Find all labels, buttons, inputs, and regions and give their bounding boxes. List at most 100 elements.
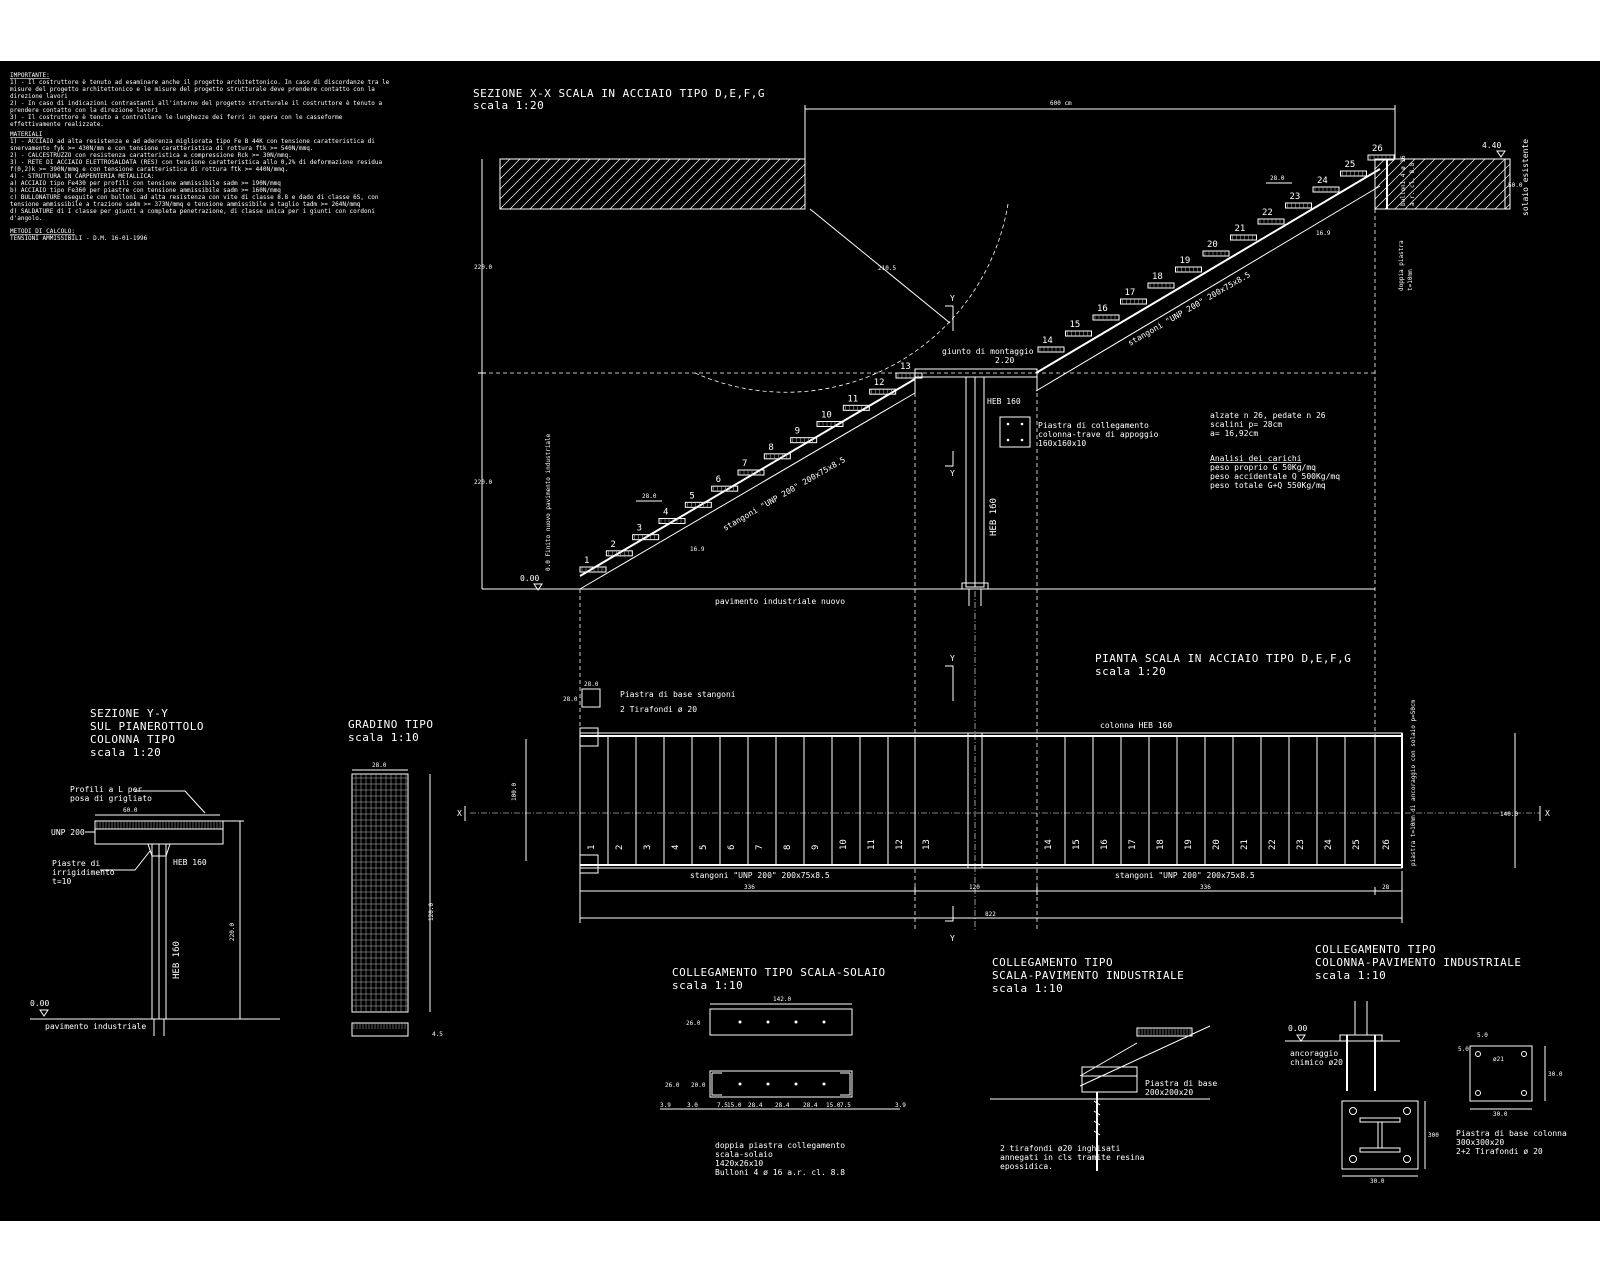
- bolt-hole: [822, 1082, 826, 1086]
- step-number: 3: [637, 524, 642, 534]
- base-plate-label: 2 Tirafondi ø 20: [620, 705, 697, 714]
- hatch-line: [499, 158, 531, 190]
- plate-hole: [1006, 438, 1010, 442]
- step-number: 8: [768, 443, 773, 453]
- step-number: 20: [1207, 240, 1218, 250]
- plan-step-number: 13: [922, 839, 932, 850]
- plate-label-yy: Piastre di: [52, 859, 100, 868]
- hatch-line: [759, 163, 806, 210]
- step-detail-title: GRADINO TIPO: [348, 718, 433, 731]
- dim-28-box: 28.0: [584, 681, 599, 688]
- notes-line: 2) - In caso di indicazioni contrastanti…: [10, 100, 382, 107]
- radius-line: [809, 208, 951, 324]
- stringers-right-label: stangoni "UNP 200" 200x75x8.5: [1115, 871, 1255, 880]
- hatch-line: [1404, 158, 1456, 210]
- column-label-yy: HEB 160: [172, 941, 182, 979]
- tread: [1230, 234, 1257, 241]
- plan-step-number: 10: [839, 839, 849, 850]
- conn-column-plate-label: 300x300x20: [1456, 1138, 1504, 1147]
- hatch-line: [1374, 158, 1426, 210]
- double-plate-label: t=10mm: [1407, 269, 1414, 291]
- dim-300-b: 30.0: [1370, 1178, 1385, 1185]
- dim-336-right: 336: [1200, 884, 1211, 891]
- dim-width-yy: 60.0: [123, 807, 138, 814]
- hatch-line: [1394, 158, 1446, 210]
- heb-flange: [1359, 1147, 1401, 1153]
- notes-heading-materials: MATERIALI: [10, 131, 43, 138]
- conn-floor-title-line: COLLEGAMENTO TIPO: [992, 956, 1113, 969]
- tread: [1175, 266, 1202, 273]
- floor-vertical-label: 0.0 Finito nuovo pavimento industriale: [545, 433, 552, 571]
- joint-label: giunto di montaggio: [942, 347, 1034, 356]
- stringers-left-label: stangoni "UNP 200" 200x75x8.5: [690, 871, 830, 880]
- plan-step-number: 12: [895, 839, 905, 850]
- step-number: 22: [1262, 208, 1273, 218]
- plate-label-line: 160x160x10: [1038, 439, 1086, 448]
- hatch-line: [709, 158, 761, 210]
- tread: [1092, 314, 1120, 321]
- plan-step-number: 19: [1184, 839, 1194, 850]
- step-number: 17: [1125, 288, 1136, 298]
- dim-right-conn: 3.9: [895, 1102, 906, 1109]
- plan-step-number: 26: [1382, 839, 1392, 850]
- step-grating-section: [351, 1022, 409, 1037]
- plan-mark-y: Y: [950, 934, 955, 943]
- loads-line: peso totale G+Q 550Kg/mq: [1210, 481, 1326, 490]
- grating-hatch: [96, 821, 221, 829]
- dim-h2: 26.0: [665, 1082, 680, 1089]
- dim-inner: 15.0: [727, 1102, 742, 1109]
- hatch-line: [1374, 158, 1406, 190]
- dim-140: 140.0: [1500, 811, 1518, 818]
- slab-hatch-right: [1374, 158, 1511, 210]
- notes-heading-important: IMPORTANTE:: [10, 72, 50, 79]
- section-yy-title-line: SUL PIANEROTTOLO: [90, 720, 204, 733]
- plan-column-label: colonna HEB 160: [1100, 721, 1172, 730]
- step-number: 5: [689, 491, 694, 501]
- general-notes: IMPORTANTE: 1) - Il costruttore è tenuto…: [10, 72, 390, 242]
- dim-width-step: 28.0: [372, 762, 387, 769]
- plan-step-number: 25: [1352, 839, 1362, 850]
- step-number: 14: [1042, 336, 1053, 346]
- stringer-label-lower: stangoni "UNP 200" 200x75x8.5: [722, 455, 848, 533]
- hatch-line: [729, 158, 781, 210]
- plate-hole: [1006, 422, 1010, 426]
- dim-5: 5.0: [1477, 1032, 1488, 1039]
- dim-width-conn: 142.0: [773, 996, 791, 1003]
- conn-slab-scale: scala 1:10: [672, 979, 743, 992]
- bolt-hole: [794, 1020, 798, 1024]
- notes-heading-method: METODI DI CALCOLO:: [10, 228, 75, 235]
- section-mark-y: [945, 451, 954, 467]
- tread: [632, 534, 660, 541]
- notes-line: d) SALDATURE di I classe per giunti a co…: [10, 208, 375, 215]
- hatch-line: [1504, 203, 1511, 210]
- plan-step-number: 20: [1212, 839, 1222, 850]
- dim-30: 30.0: [1548, 1071, 1563, 1078]
- plan-step-number: 3: [643, 845, 653, 850]
- tread: [737, 469, 765, 476]
- bolt-hole: [738, 1020, 742, 1024]
- anchor-hole: [1475, 1090, 1481, 1096]
- hatch-line: [629, 158, 681, 210]
- level-top: 4.40: [1482, 141, 1501, 150]
- notes-line: prendere contatto con la direzione lavor…: [10, 107, 158, 114]
- plate-hole: [1020, 438, 1024, 442]
- base-plate-label: Piastra di base stangoni: [620, 690, 736, 699]
- conn-floor-plate-label: 200x200x20: [1145, 1088, 1193, 1097]
- dim-30b: 30.0: [1493, 1111, 1508, 1118]
- step-grating-plan: [351, 773, 409, 1013]
- tread: [684, 501, 712, 508]
- conn-floor-anchor-label: epossidica.: [1000, 1162, 1053, 1171]
- step-number: 21: [1235, 224, 1246, 234]
- step-detail: GRADINO TIPO scala 1:10 28.0 120.0 4.5: [348, 718, 443, 1038]
- conn-floor-plate-label: Piastra di base: [1145, 1079, 1217, 1088]
- tread: [1037, 346, 1065, 353]
- hatch-line: [549, 158, 601, 210]
- notes-line: c) BULLONATURE eseguite con bulloni ad a…: [10, 194, 379, 201]
- mark-x-right: X: [1545, 809, 1550, 818]
- dim-100-plan: 100.0: [511, 783, 518, 801]
- hatch-line: [739, 158, 791, 210]
- plan-step-number: 17: [1128, 839, 1138, 850]
- notes-line: 4) - STRUTTURA IN CARPENTERIA METALLICA:: [10, 173, 155, 180]
- unp-label: UNP 200: [51, 828, 85, 837]
- anchor-thread: [1093, 1130, 1101, 1136]
